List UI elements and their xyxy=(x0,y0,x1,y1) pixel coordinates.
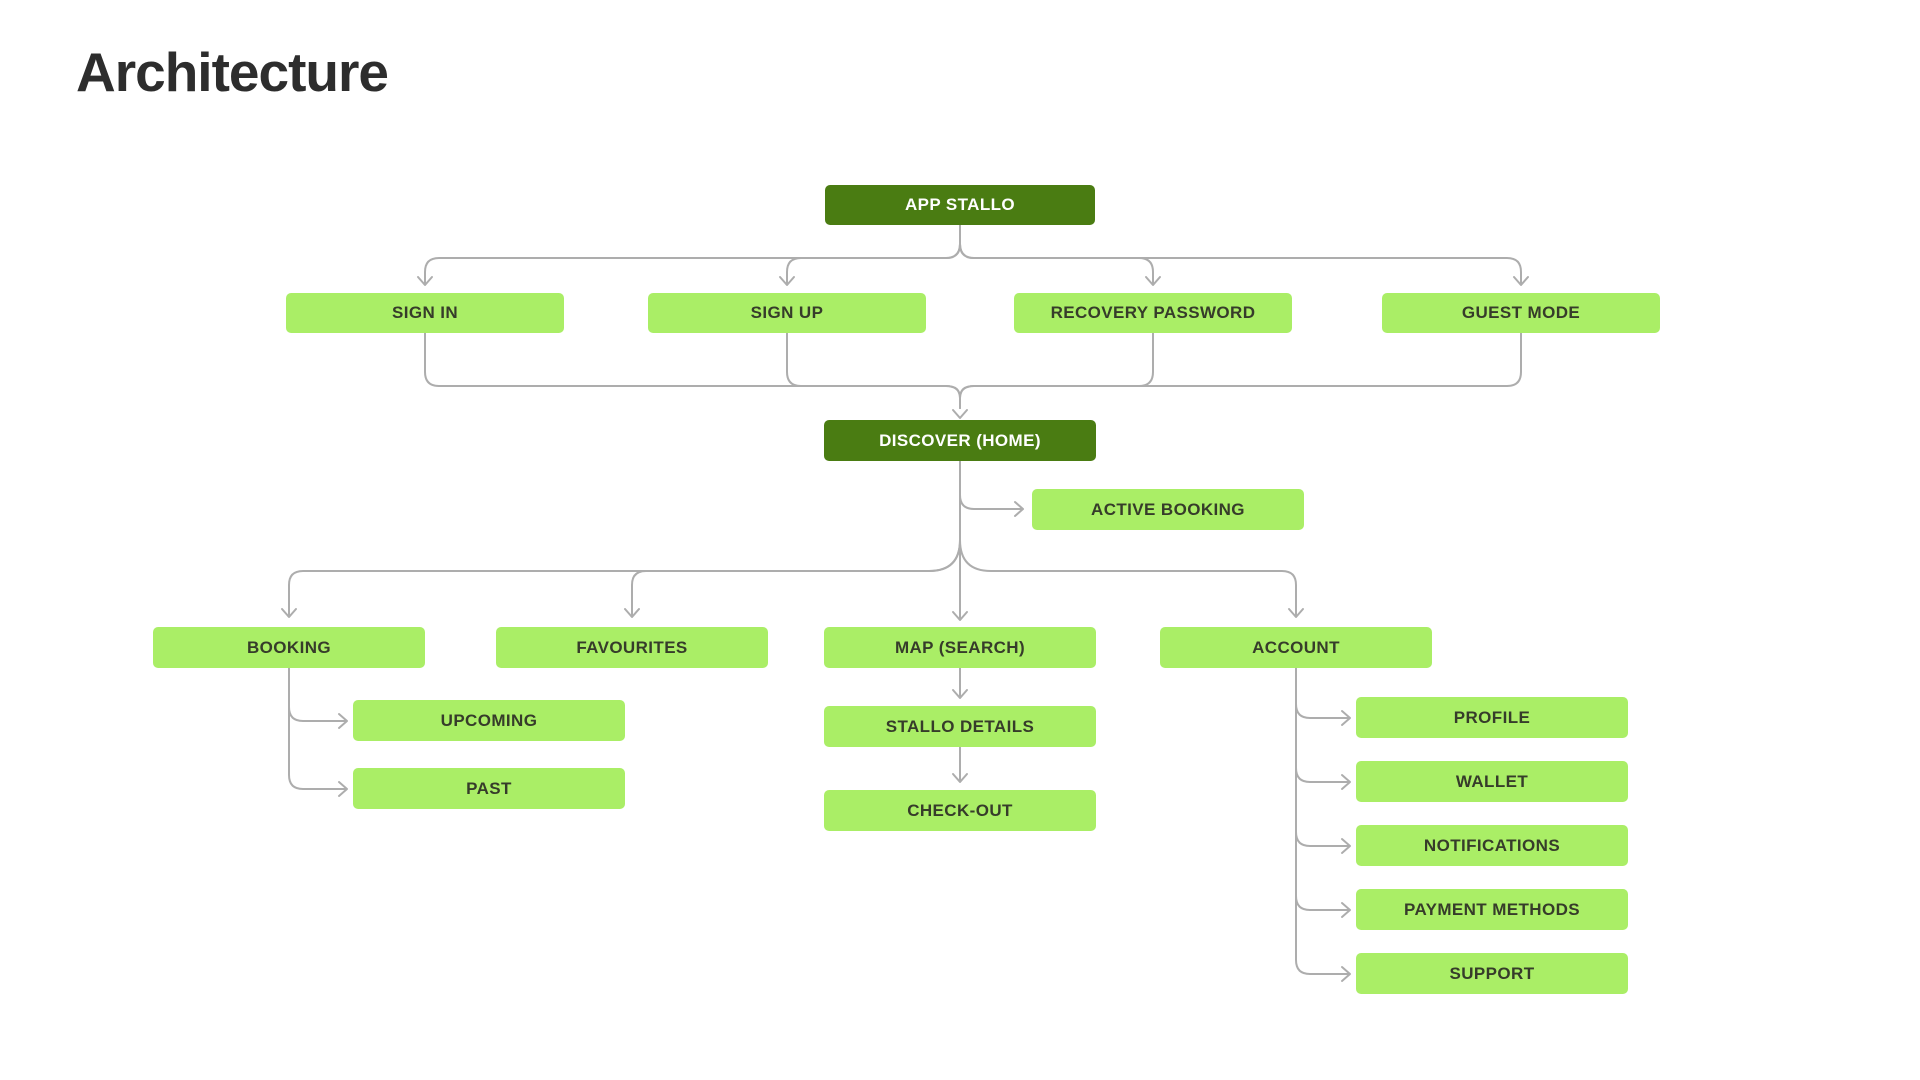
node-notifications: NOTIFICATIONS xyxy=(1356,825,1628,866)
edge-app-stallo-to-recovery-password xyxy=(959,224,1161,286)
node-wallet: WALLET xyxy=(1356,761,1628,802)
arrowhead-right-icon xyxy=(338,713,348,729)
arrowhead-down-icon xyxy=(952,409,968,419)
arrowhead-down-icon xyxy=(1145,276,1161,286)
arrowhead-right-icon xyxy=(1341,902,1351,918)
node-payment-methods: PAYMENT METHODS xyxy=(1356,889,1628,930)
node-app-stallo: APP STALLO xyxy=(825,185,1095,225)
node-support: SUPPORT xyxy=(1356,953,1628,994)
arrowhead-down-icon xyxy=(281,608,297,618)
node-profile: PROFILE xyxy=(1356,697,1628,738)
node-guest-mode: GUEST MODE xyxy=(1382,293,1660,333)
edge-discover-to-booking xyxy=(281,539,961,618)
arrowhead-down-icon xyxy=(417,276,433,286)
edge-sign-up-to-discover xyxy=(786,332,961,409)
node-sign-up: SIGN UP xyxy=(648,293,926,333)
arrowhead-down-icon xyxy=(779,276,795,286)
edge-account-to-payment-methods xyxy=(1295,667,1351,918)
node-sign-in: SIGN IN xyxy=(286,293,564,333)
arrowhead-down-icon xyxy=(1288,608,1304,618)
edge-account-to-wallet xyxy=(1295,667,1351,790)
node-account: ACCOUNT xyxy=(1160,627,1432,668)
edge-account-to-support xyxy=(1295,667,1351,982)
node-map-search: MAP (SEARCH) xyxy=(824,627,1096,668)
edge-stallo-details-to-check-out xyxy=(952,746,968,783)
edge-account-to-profile xyxy=(1295,667,1351,726)
node-active-booking: ACTIVE BOOKING xyxy=(1032,489,1304,530)
edge-discover-to-account xyxy=(959,539,1304,618)
arrowhead-down-icon xyxy=(952,773,968,783)
edge-recovery-password-to-discover xyxy=(959,332,1154,409)
arrowhead-right-icon xyxy=(338,781,348,797)
arrowhead-down-icon xyxy=(952,611,968,621)
edge-sign-in-to-discover xyxy=(424,332,961,409)
arrowhead-right-icon xyxy=(1014,501,1024,517)
edge-guest-mode-to-discover xyxy=(952,332,1522,419)
arrowhead-right-icon xyxy=(1341,966,1351,982)
arrowhead-down-icon xyxy=(952,689,968,699)
edge-app-stallo-to-guest-mode xyxy=(959,224,1529,286)
edge-account-to-notifications xyxy=(1295,667,1351,854)
node-past: PAST xyxy=(353,768,625,809)
arrowhead-down-icon xyxy=(1513,276,1529,286)
node-check-out: CHECK-OUT xyxy=(824,790,1096,831)
node-favourites: FAVOURITES xyxy=(496,627,768,668)
edge-app-stallo-to-sign-up xyxy=(779,224,961,286)
node-upcoming: UPCOMING xyxy=(353,700,625,741)
edge-app-stallo-to-sign-in xyxy=(417,224,961,286)
arrowhead-down-icon xyxy=(624,608,640,618)
node-booking: BOOKING xyxy=(153,627,425,668)
edge-map-search-to-stallo-details xyxy=(952,667,968,699)
node-discover-home: DISCOVER (HOME) xyxy=(824,420,1096,461)
arrowhead-right-icon xyxy=(1341,838,1351,854)
node-stallo-details: STALLO DETAILS xyxy=(824,706,1096,747)
arrowhead-right-icon xyxy=(1341,710,1351,726)
edge-discover-to-active-booking xyxy=(959,460,1024,517)
edge-booking-to-upcoming xyxy=(288,667,348,729)
edge-booking-to-past xyxy=(288,667,348,797)
edge-discover-to-favourites xyxy=(624,539,961,618)
arrowhead-right-icon xyxy=(1341,774,1351,790)
node-recovery-password: RECOVERY PASSWORD xyxy=(1014,293,1292,333)
page-title: Architecture xyxy=(76,41,389,103)
